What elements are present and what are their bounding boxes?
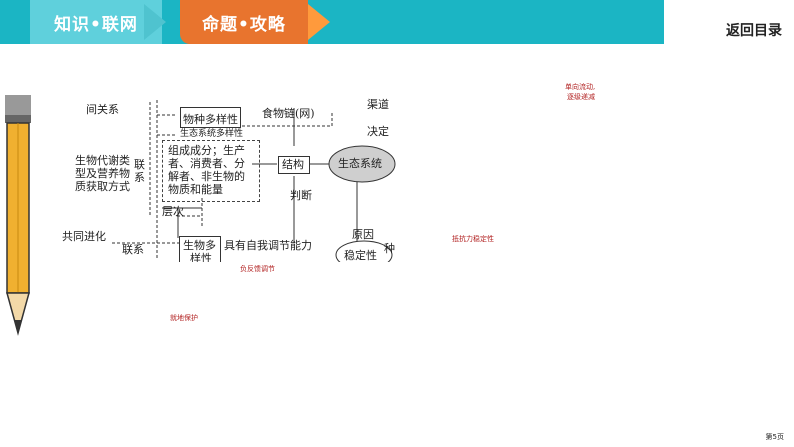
diagram-label: 生态系统多样性 — [180, 129, 244, 139]
return-to-contents-link[interactable]: 返回目录 — [726, 23, 782, 39]
diagram-label: 解者、非生物的 — [168, 170, 245, 183]
diagram-label: 者、消费者、分 — [168, 157, 245, 170]
diagram-label: 间关系 — [86, 103, 119, 116]
diagram-label: 渠道 — [367, 98, 389, 111]
diagram-label: 生态系统 — [338, 157, 382, 170]
diagram-label: 具有自我调节能力 — [224, 239, 312, 252]
annotation-note: 单向流动, — [565, 83, 596, 91]
diagram-label: 联系 — [122, 243, 144, 256]
annotation-note: 负反馈调节 — [240, 265, 275, 273]
annotation-note: 抵抗力稳定性 — [452, 235, 494, 243]
diagram-label: 原因 — [352, 228, 374, 241]
diagram-label: 组成成分；生产 — [168, 144, 245, 157]
diagram-label: 判断 — [290, 189, 312, 202]
diagram-label: 种 — [384, 242, 395, 255]
diagram-label: 食物链(网) — [262, 107, 315, 120]
page-number: 第5页 — [765, 433, 784, 441]
diagram-node: 结构 — [278, 156, 310, 174]
diagram-label: 型及营养物 — [75, 167, 130, 180]
annotation-note: 就地保护 — [170, 314, 198, 322]
diagram-label: 决定 — [367, 125, 389, 138]
concept-map-lines — [112, 100, 396, 262]
concept-map: 间关系 物种多样性 生态系统多样性 食物链(网) 渠道 决定 生物代谢类 型及营… — [62, 98, 396, 262]
diagram-dashed-box — [162, 140, 260, 202]
diagram-label: 稳定性 — [344, 249, 377, 262]
tab-arrow-icon — [308, 4, 330, 40]
tab-topic-strategy[interactable]: 命题•攻略 — [180, 0, 308, 44]
diagram-node: 生物多 样性 — [179, 236, 221, 262]
diagram-label: 质获取方式 — [75, 180, 130, 193]
diagram-label: 物质和能量 — [168, 183, 223, 196]
diagram-label: 共同进化 — [62, 230, 106, 243]
tab-knowledge-network[interactable]: 知识•联网 — [30, 0, 162, 44]
diagram-label: 生物代谢类 — [75, 154, 130, 167]
pencil-icon — [5, 95, 31, 336]
tab-arrow-icon — [144, 4, 166, 40]
annotation-note: 逐级递减 — [567, 93, 595, 101]
diagram-label: 联系 — [134, 158, 145, 184]
diagram-node: 物种多样性 — [180, 107, 241, 128]
diagram-label: 层次 — [162, 205, 184, 218]
